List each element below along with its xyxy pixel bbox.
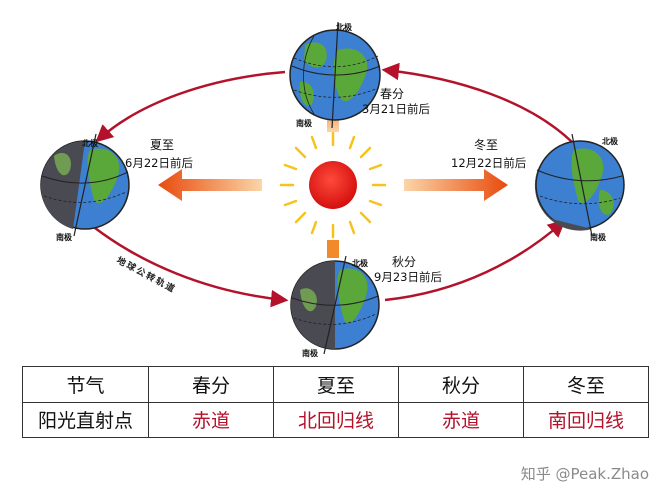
table-header-cell: 秋分 xyxy=(398,366,524,403)
subsolar-point-table-container: 节气 春分 夏至 秋分 冬至 阳光直射点 赤道 北回归线 赤道 南回归线 xyxy=(22,366,649,438)
table-header-cell: 节气 xyxy=(22,366,149,403)
orbit-arc-top-left xyxy=(95,70,286,143)
autumn-south-pole-label: 南极 xyxy=(302,348,318,358)
table-cell: 赤道 xyxy=(148,401,274,438)
arrow-stub-autumn xyxy=(327,240,339,258)
table-header-cell: 夏至 xyxy=(273,366,399,403)
table-header-cell: 冬至 xyxy=(523,366,649,403)
globe-autumn xyxy=(290,255,380,355)
table-cell: 南回归线 xyxy=(523,401,649,438)
globe-summer xyxy=(40,133,130,237)
table-cell: 赤道 xyxy=(398,401,524,438)
table-row: 阳光直射点 赤道 北回归线 赤道 南回归线 xyxy=(22,401,649,438)
spring-date-label: 3月21日前后 xyxy=(362,102,430,116)
summer-date-label: 6月22日前后 xyxy=(125,156,193,170)
sun-rays xyxy=(279,131,387,239)
seasons-diagram: 北极 南极 北极 南极 北极 南极 北极 南极 春分 3月21日前后 夏至 6月… xyxy=(40,21,625,358)
orbit-arc-top-right xyxy=(381,62,573,143)
winter-term-label: 冬至 xyxy=(474,137,498,152)
globe-spring xyxy=(289,21,381,129)
autumn-term-label: 秋分 xyxy=(392,255,416,269)
winter-north-pole-label: 北极 xyxy=(602,136,618,146)
spring-south-pole-label: 南极 xyxy=(296,118,312,128)
autumn-date-label: 9月23日前后 xyxy=(374,270,442,284)
subsolar-point-table: 节气 春分 夏至 秋分 冬至 阳光直射点 赤道 北回归线 赤道 南回归线 xyxy=(22,366,649,438)
summer-term-label: 夏至 xyxy=(150,138,174,152)
arrow-to-summer xyxy=(158,169,262,201)
table-cell: 北回归线 xyxy=(273,401,399,438)
orbit-arc-bottom-right xyxy=(384,219,566,302)
table-row-label: 阳光直射点 xyxy=(22,401,149,438)
winter-date-label: 12月22日前后 xyxy=(451,156,526,170)
sun xyxy=(309,161,357,209)
autumn-north-pole-label: 北极 xyxy=(352,258,368,268)
watermark: 知乎 @Peak.Zhao xyxy=(520,465,649,483)
globe-winter xyxy=(534,133,625,237)
summer-north-pole-label: 北极 xyxy=(82,138,98,148)
winter-south-pole-label: 南极 xyxy=(590,232,606,242)
summer-south-pole-label: 南极 xyxy=(56,232,72,242)
spring-term-label: 春分 xyxy=(380,87,404,101)
table-header-row: 节气 春分 夏至 秋分 冬至 xyxy=(22,366,649,403)
orbit-arc-bottom-left xyxy=(94,227,289,308)
arrow-to-winter xyxy=(404,169,508,201)
table-header-cell: 春分 xyxy=(148,366,274,403)
spring-north-pole-label: 北极 xyxy=(336,22,352,32)
